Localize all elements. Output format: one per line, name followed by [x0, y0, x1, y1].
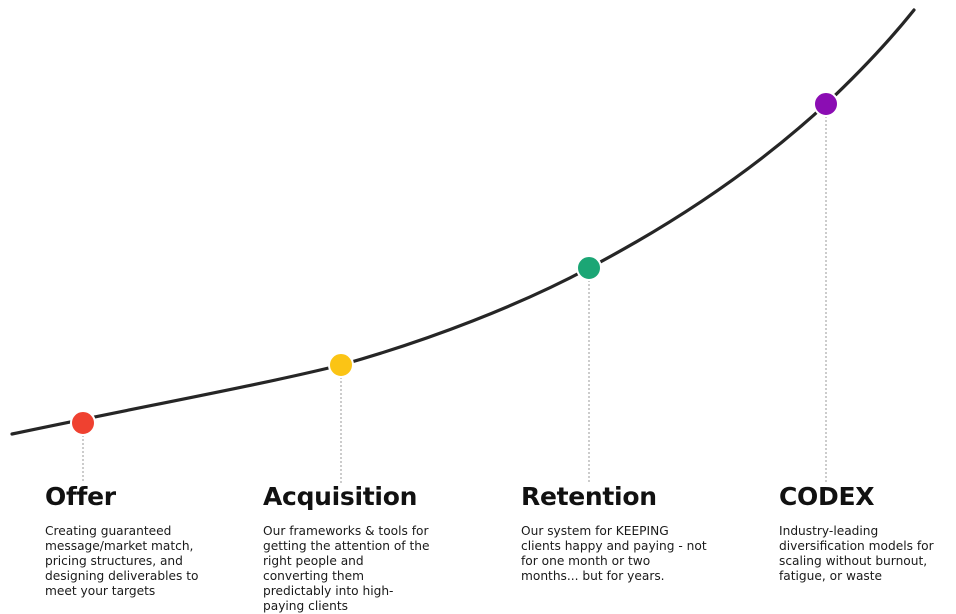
stage-codex: CODEX Industry-leading diversification m… [779, 480, 956, 584]
stage-description: Our frameworks & tools for getting the a… [263, 524, 430, 613]
stage-description: Our system for KEEPING clients happy and… [521, 524, 707, 583]
stage-title: Acquisition [263, 482, 418, 511]
stage-title: Offer [45, 482, 116, 511]
stage-retention: Retention Our system for KEEPING clients… [521, 480, 711, 584]
marker-offer [70, 410, 96, 436]
growth-curve [10, 8, 916, 436]
stage-acquisition: Acquisition Our frameworks & tools for g… [263, 480, 453, 614]
marker-acquisition [328, 352, 354, 378]
stage-title: CODEX [779, 482, 875, 511]
stage-description: Industry-leading diversification models … [779, 524, 934, 583]
stage-offer: Offer Creating guaranteed message/market… [45, 480, 235, 599]
marker-codex [813, 91, 839, 117]
connector-lines [82, 104, 827, 483]
stage-title: Retention [521, 482, 657, 511]
marker-retention [576, 255, 602, 281]
stage-description: Creating guaranteed message/market match… [45, 524, 199, 598]
stage-markers [70, 91, 839, 436]
